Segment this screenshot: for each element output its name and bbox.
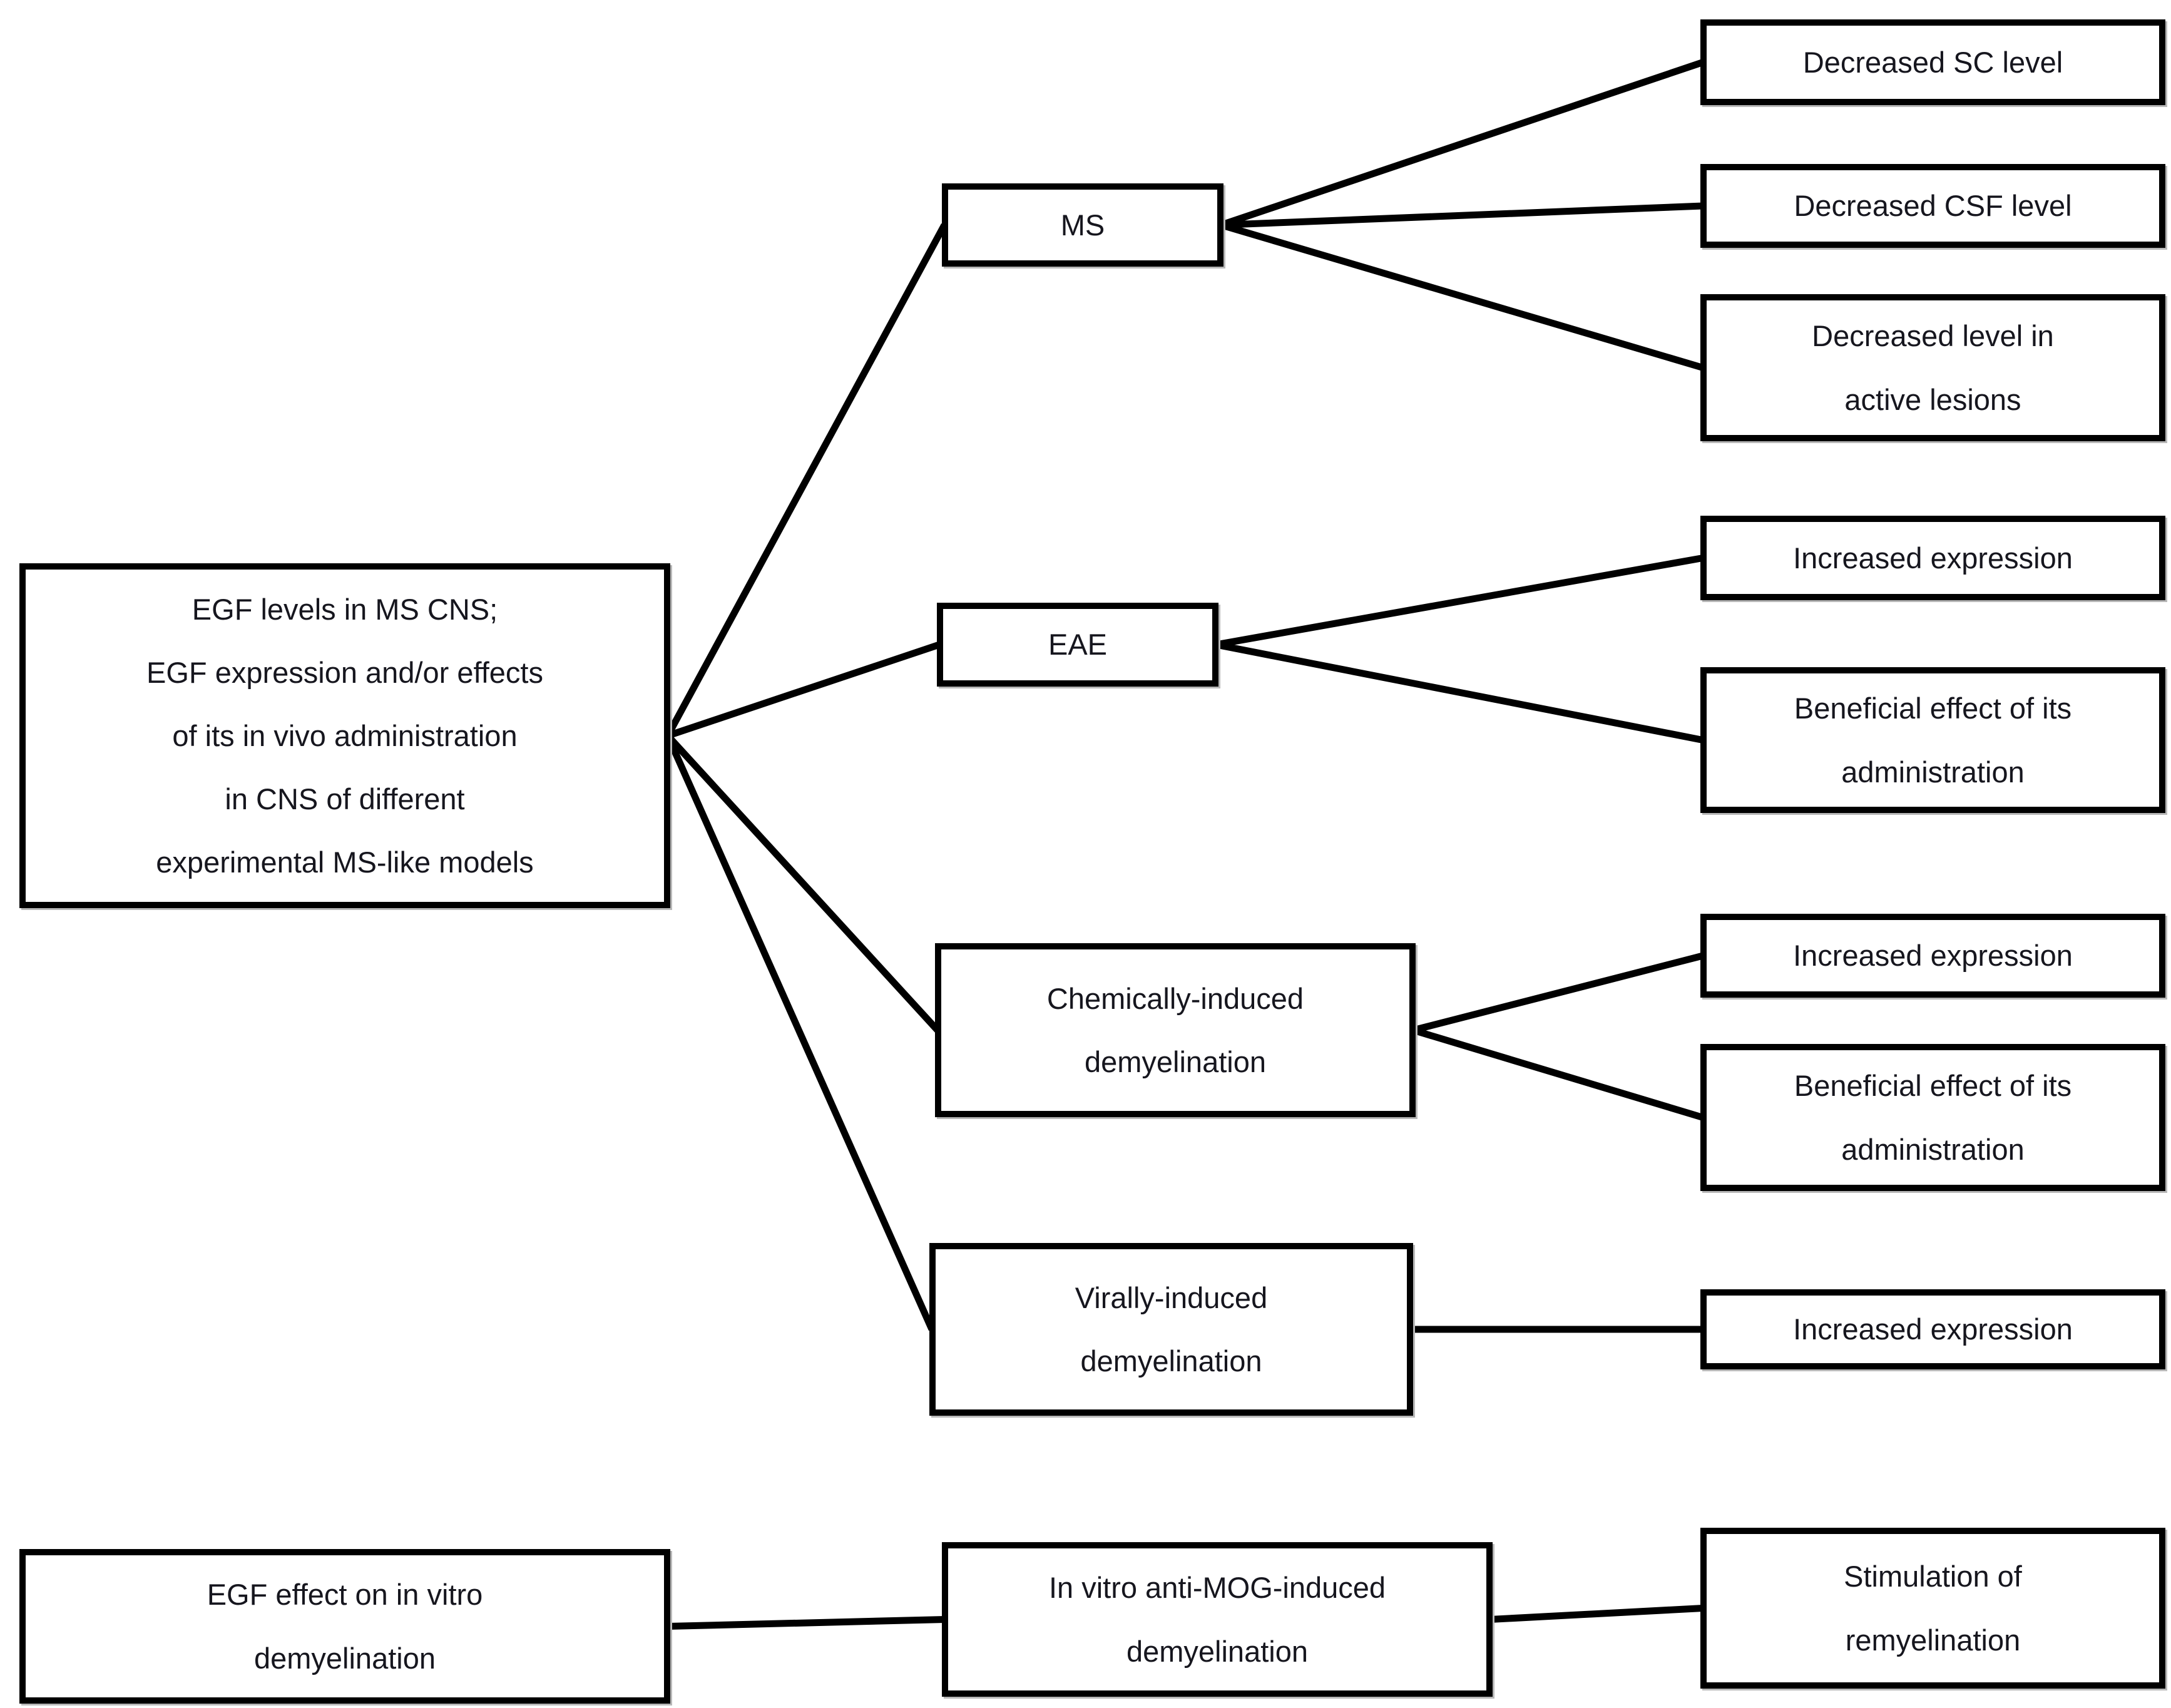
node-label: Increased expression (1793, 939, 2073, 973)
node-label: Increased expression (1793, 541, 2073, 575)
node-ms: MS (942, 183, 1223, 267)
node-label: Increased expression (1793, 1312, 2073, 1346)
node-label: Stimulation of remyelination (1844, 1560, 2022, 1657)
node-label: Beneficial effect of its administration (1794, 692, 2072, 789)
node-stimulation-of-remyelination: Stimulation of remyelination (1700, 1528, 2165, 1689)
node-label: Chemically-induced demyelination (1046, 981, 1304, 1078)
node-virally-induced-demyelination: Virally-induced demyelination (929, 1243, 1413, 1416)
node-egf-effect-in-vitro-demyelination: EGF effect on in vitro demyelination (19, 1549, 670, 1704)
node-decreased-level-in-active-lesions: Decreased level in active lesions (1700, 294, 2165, 441)
node-increased-expression-eae: Increased expression (1700, 516, 2165, 600)
node-decreased-sc-level: Decreased SC level (1700, 19, 2165, 105)
node-label: EGF effect on in vitro demyelination (207, 1578, 483, 1675)
node-label: Decreased CSF level (1794, 189, 2072, 223)
node-chemically-induced-demyelination: Chemically-induced demyelination (935, 943, 1416, 1117)
node-label: Decreased SC level (1802, 45, 2063, 79)
node-label: MS (1060, 208, 1105, 242)
node-beneficial-effect-eae: Beneficial effect of its administration (1700, 667, 2165, 813)
node-label: EAE (1048, 628, 1108, 662)
node-decreased-csf-level: Decreased CSF level (1700, 164, 2165, 248)
node-label: Virally-induced demyelination (1075, 1281, 1268, 1378)
node-label: EGF levels in MS CNS; EGF expression and… (146, 592, 543, 879)
node-label: In vitro anti-MOG-induced demyelination (1048, 1571, 1386, 1668)
node-increased-expression-viral: Increased expression (1700, 1289, 2165, 1369)
node-label: Decreased level in active lesions (1812, 319, 2054, 416)
node-beneficial-effect-chemical: Beneficial effect of its administration (1700, 1044, 2165, 1191)
node-increased-expression-chemical: Increased expression (1700, 914, 2165, 998)
node-in-vitro-anti-mog-induced-demyelination: In vitro anti-MOG-induced demyelination (942, 1542, 1493, 1697)
node-eae: EAE (937, 603, 1218, 687)
node-label: Beneficial effect of its administration (1794, 1069, 2072, 1166)
node-egf-levels-in-ms-cns: EGF levels in MS CNS; EGF expression and… (19, 563, 670, 908)
